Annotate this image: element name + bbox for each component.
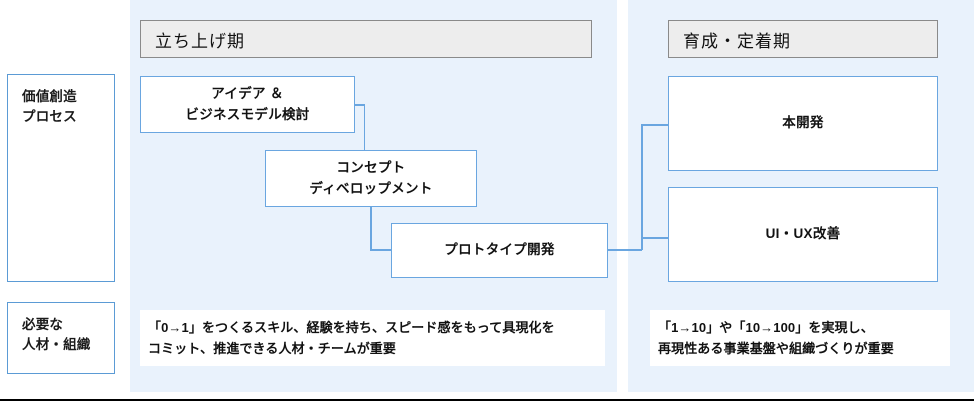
note-growth-talent-text: 「1→10」や「10→100」を実現し、 再現性ある事業基盤や組織づくりが重要: [658, 319, 894, 356]
phase-header-startup-label: 立ち上げ期: [155, 31, 245, 51]
connector-bus-to-ui-ux: [641, 237, 668, 239]
phase-header-growth-label: 育成・定着期: [683, 31, 791, 51]
node-ui-ux-improvement-label: UI・UX改善: [765, 226, 841, 242]
connector-idea-to-concept-vertical: [363, 104, 365, 151]
note-startup-talent-text: 「0→1」をつくるスキル、経験を持ち、スピード感をもって具現化を コミット、推進…: [148, 319, 555, 356]
connector-bus-to-full-development: [641, 124, 668, 126]
node-prototype-development[interactable]: プロトタイプ開発: [391, 223, 608, 278]
row-label-value-creation-process: 価値創造 プロセス: [7, 74, 115, 282]
node-prototype-development-label: プロトタイプ開発: [444, 242, 555, 258]
node-full-development[interactable]: 本開発: [668, 76, 938, 171]
phase-header-startup: 立ち上げ期: [140, 20, 592, 58]
node-full-development-label: 本開発: [782, 115, 824, 131]
bottom-rule: [0, 399, 974, 401]
node-concept-development-label: コンセプト ディベロップメント: [309, 160, 433, 196]
node-idea-business-model-label: アイデア ＆ ビジネスモデル検討: [185, 86, 310, 122]
connector-concept-to-prototype-vertical: [370, 206, 372, 250]
connector-prototype-to-bus-horizontal: [608, 249, 642, 251]
node-idea-business-model[interactable]: アイデア ＆ ビジネスモデル検討: [140, 76, 355, 133]
row-label-value-creation-process-text: 価値創造 プロセス: [22, 89, 77, 124]
note-startup-talent: 「0→1」をつくるスキル、経験を持ち、スピード感をもって具現化を コミット、推進…: [140, 310, 605, 366]
node-concept-development[interactable]: コンセプト ディベロップメント: [265, 150, 477, 207]
connector-right-phase-bus-vertical: [641, 124, 643, 250]
row-label-required-talent-org-text: 必要な 人材・組織: [22, 317, 91, 352]
row-label-required-talent-org: 必要な 人材・組織: [7, 302, 115, 374]
phase-header-growth: 育成・定着期: [668, 20, 938, 58]
node-ui-ux-improvement[interactable]: UI・UX改善: [668, 187, 938, 282]
connector-concept-to-prototype-horizontal: [370, 249, 393, 251]
note-growth-talent: 「1→10」や「10→100」を実現し、 再現性ある事業基盤や組織づくりが重要: [650, 310, 950, 366]
connector-idea-to-concept-horizontal: [355, 104, 365, 106]
